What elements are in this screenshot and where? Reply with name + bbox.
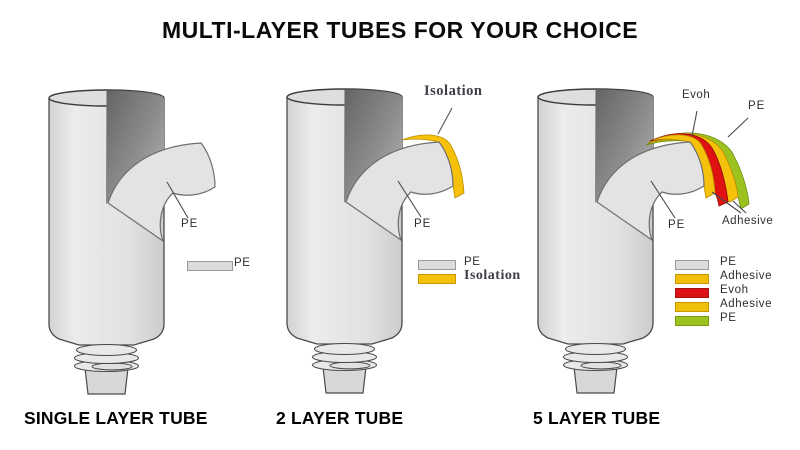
tube2-body — [286, 88, 403, 394]
tube1-artwork — [48, 89, 216, 395]
tube3-legend-swatch-pe-inner — [675, 260, 709, 270]
tube3-caption: 5 LAYER TUBE — [533, 408, 661, 428]
tube3-legend-label-evoh: Evoh — [720, 284, 749, 296]
tube3-pe-callout: PE — [668, 219, 686, 231]
tube3-adhesive-leader-line-2 — [732, 200, 747, 214]
tube1-legend-swatch-pe — [187, 261, 233, 271]
tube2-pe-leader-line — [397, 180, 422, 218]
tube3-body — [537, 88, 654, 394]
tube1-pe-leader-line — [166, 181, 189, 219]
tube2-legend-label-isolation: Isolation — [464, 268, 521, 283]
tube1-caption: SINGLE LAYER TUBE — [24, 408, 208, 428]
tube1-legend-label-pe: PE — [234, 257, 251, 269]
tube2-legend-swatch-isolation — [418, 274, 456, 284]
tube2-legend-label-pe: PE — [464, 256, 481, 268]
tube3-legend-label-adhesive-1: Adhesive — [720, 270, 773, 282]
tube2-isolation-callout: Isolation — [424, 83, 483, 99]
tube3-legend-swatch-adhesive-1 — [675, 274, 709, 284]
tube3-legend-label-pe-inner: PE — [720, 256, 737, 268]
tube3-artwork — [537, 88, 750, 394]
tube3-outer-pe-leader-line — [727, 117, 749, 138]
tube3-adhesive-callout: Adhesive — [722, 215, 774, 227]
tube2-caption: 2 LAYER TUBE — [276, 408, 404, 428]
tube3-legend-swatch-evoh — [675, 288, 709, 298]
tube2-pe-callout: PE — [414, 218, 432, 230]
page-title: MULTI-LAYER TUBES FOR YOUR CHOICE — [161, 17, 639, 43]
tube3-legend-label-pe-outer: PE — [720, 312, 737, 324]
tube3-pe-leader-line — [650, 180, 676, 219]
tube1-pe-callout: PE — [181, 218, 199, 230]
tube3-legend-swatch-adhesive-2 — [675, 302, 709, 312]
tube2-isolation-leader-line — [437, 107, 453, 135]
tube3-evoh-callout: Evoh — [682, 89, 711, 101]
tube3-legend-swatch-pe-outer — [675, 316, 709, 326]
tube3-outer-pe-callout: PE — [748, 100, 766, 112]
tube3-evoh-leader-line — [691, 110, 698, 137]
tube2-artwork — [286, 88, 465, 394]
tube3-legend-label-adhesive-2: Adhesive — [720, 298, 773, 310]
tube3-adhesive-leader-line-1 — [711, 191, 742, 214]
tube2-legend-swatch-pe — [418, 260, 456, 270]
tube1-body — [48, 89, 165, 395]
